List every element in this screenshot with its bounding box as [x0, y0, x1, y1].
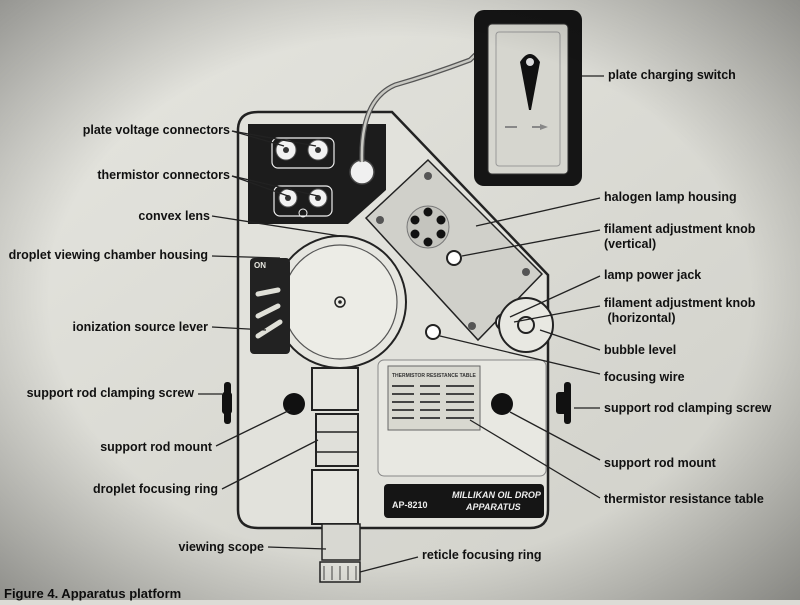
support-rod-clamping-screw-right [556, 382, 571, 424]
label-plate-voltage-connectors: plate voltage connectors [82, 123, 230, 137]
label-focusing-wire: focusing wire [604, 370, 685, 384]
label-support-rod-clamping-screw-left: support rod clamping screw [26, 386, 194, 400]
support-rod-clamping-screw-left [222, 382, 232, 424]
support-rod-mount-right [491, 393, 513, 415]
name-plate [384, 484, 544, 518]
label-bubble-level: bubble level [604, 343, 677, 357]
label-support-rod-mount-right: support rod mount [604, 456, 716, 470]
label-thermistor-resistance-table: thermistor resistance table [604, 492, 764, 506]
label-filament-adjustment-knob-horizontal: filament adjustment knob (horizontal) [604, 296, 756, 325]
device-name-line2: APPARATUS [465, 502, 521, 512]
filament-knob-vertical [446, 250, 462, 266]
model-number-text: AP-8210 [392, 500, 428, 510]
lever-on-text: ON [254, 261, 266, 270]
label-ionization-source-lever: ionization source lever [72, 320, 208, 334]
switch-cable-jack [349, 159, 375, 185]
thermistor-resistance-table [377, 359, 547, 477]
label-plate-charging-switch: plate charging switch [608, 68, 736, 82]
label-viewing-scope: viewing scope [178, 540, 264, 554]
table-title-text: THERMISTOR RESISTANCE TABLE [392, 373, 477, 379]
label-lamp-power-jack: lamp power jack [604, 268, 702, 282]
figure-caption: Figure 4. Apparatus platform [4, 586, 182, 601]
viewing-scope-assembly [311, 367, 361, 583]
droplet-viewing-chamber-housing [273, 235, 407, 369]
filament-knob-horizontal [425, 324, 441, 340]
label-reticle-focusing-ring: reticle focusing ring [422, 548, 542, 562]
label-support-rod-clamping-screw-right: support rod clamping screw [604, 401, 772, 415]
device-name-line1: MILLIKAN OIL DROP [452, 490, 542, 500]
label-halogen-lamp-housing: halogen lamp housing [604, 190, 737, 204]
leader-lines [198, 75, 604, 573]
ionization-source-lever [250, 258, 290, 354]
plate-charging-switch [474, 10, 582, 186]
label-droplet-viewing-chamber-housing: droplet viewing chamber housing [8, 248, 208, 262]
label-thermistor-connectors: thermistor connectors [97, 168, 230, 182]
label-filament-adjustment-knob-vertical: filament adjustment knob (vertical) [604, 222, 756, 251]
label-support-rod-mount-left: support rod mount [100, 440, 212, 454]
label-convex-lens: convex lens [138, 209, 210, 223]
bubble-level [498, 297, 554, 353]
label-droplet-focusing-ring: droplet focusing ring [93, 482, 218, 496]
support-rod-mount-left [283, 393, 305, 415]
